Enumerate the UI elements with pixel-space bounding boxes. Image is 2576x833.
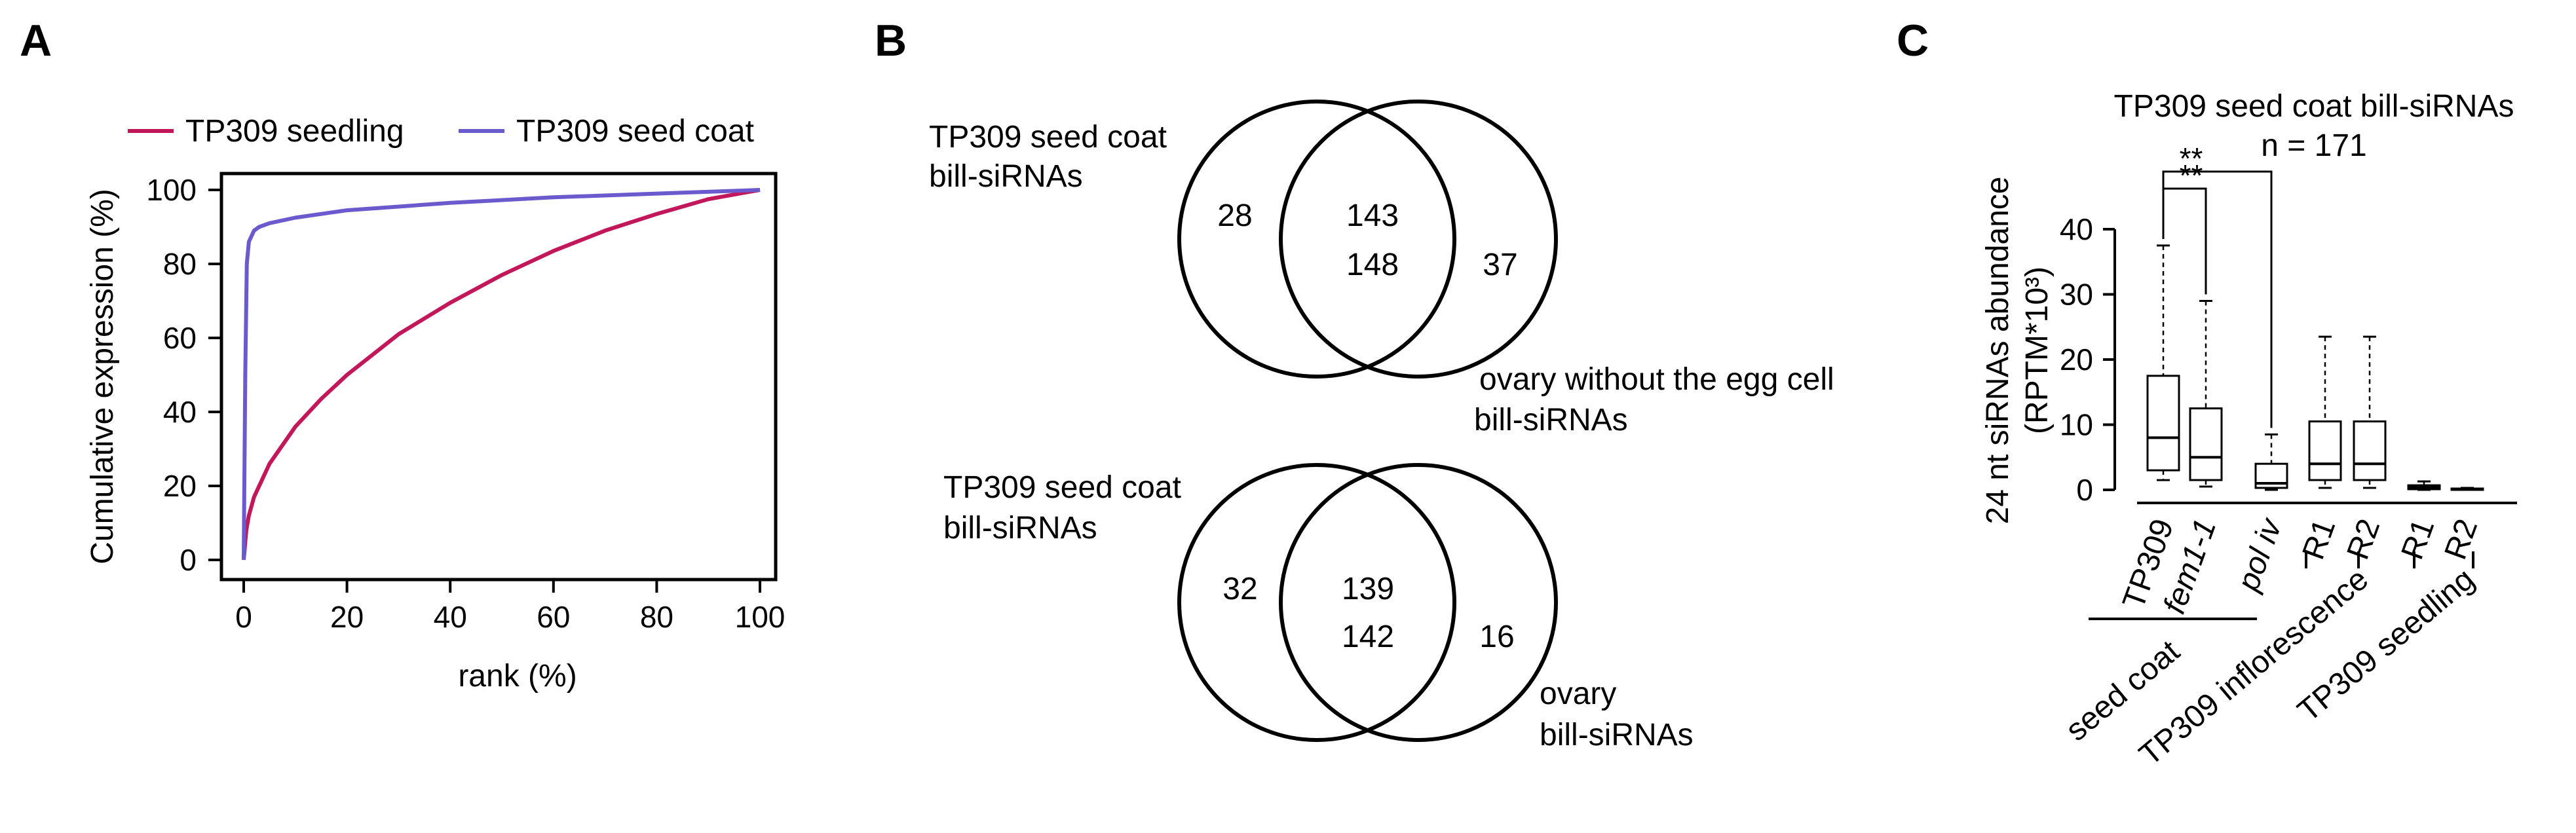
panel-letter-b: B xyxy=(875,16,907,65)
venn-right-only-count: 37 xyxy=(1483,248,1517,282)
chart-title-c: TP309 seed coat bill-siRNAs xyxy=(2114,89,2514,124)
axes-c: 0 10 20 30 40 xyxy=(2060,212,2517,507)
y-tick-label: 0 xyxy=(180,543,197,577)
panel-c: C TP309 seed coat bill-siRNAs n = 171 24… xyxy=(1897,16,2517,773)
x-tick-label: 0 xyxy=(235,600,252,634)
box-iqr xyxy=(2353,420,2387,481)
category-label: R2 xyxy=(2341,515,2387,565)
y-axis-label-a: Cumulative expression (%) xyxy=(85,189,120,565)
legend-a: TP309 seedling TP309 seed coat xyxy=(128,114,754,149)
venn-right-only-count: 16 xyxy=(1479,620,1514,654)
venn-left-label-line1: TP309 seed coat xyxy=(929,120,1167,155)
y-tick-label: 40 xyxy=(2060,212,2093,246)
y-tick-label: 10 xyxy=(2060,408,2093,442)
panel-letter-c: C xyxy=(1897,16,1929,65)
box-plot-5 xyxy=(2353,335,2387,489)
venn-left-label-line2: bill-siRNAs xyxy=(943,511,1097,546)
box-plot-7 xyxy=(2450,487,2484,491)
venn-overlap-count-right: 142 xyxy=(1342,620,1394,654)
venn-diagram-top: TP309 seed coat bill-siRNAs 28 143 148 3… xyxy=(929,100,1834,437)
significance-bracket xyxy=(2162,170,2273,428)
venn-right-label-line1: ovary xyxy=(1540,676,1616,711)
venn-right-label-line2: bill-siRNAs xyxy=(1540,718,1694,752)
y-tick-label: 60 xyxy=(163,321,197,355)
box-plot-6 xyxy=(2407,480,2441,491)
category-label: R2 xyxy=(2438,515,2485,565)
box-iqr xyxy=(2189,407,2223,481)
group-label: TP309 seedling xyxy=(2291,562,2481,729)
box-plot-2 xyxy=(2189,299,2223,488)
x-tick-label: 40 xyxy=(434,600,467,634)
venn-circle-right xyxy=(1279,100,1558,379)
venn-diagram-bottom: TP309 seed coat bill-siRNAs 32 139 142 1… xyxy=(943,463,1694,752)
x-tick-label: 80 xyxy=(640,600,673,634)
venn-left-only-count: 28 xyxy=(1217,198,1252,233)
venn-circle-left xyxy=(1177,463,1456,742)
venn-circle-right xyxy=(1279,463,1558,742)
venn-circle-left xyxy=(1177,100,1456,379)
significance-brackets-c: **** xyxy=(2162,141,2273,428)
box-iqr xyxy=(2146,375,2180,472)
box-plot-1 xyxy=(2146,244,2180,481)
category-label: pol iv xyxy=(2231,513,2290,597)
x-tick-label: 100 xyxy=(735,600,786,634)
box-plots-c xyxy=(2146,244,2484,491)
line-series-2 xyxy=(242,188,761,561)
category-label: R1 xyxy=(2296,515,2343,565)
plot-frame-a xyxy=(219,172,778,582)
box-plot-3 xyxy=(2254,433,2288,491)
y-tick-label: 30 xyxy=(2060,278,2093,312)
x-tick-label: 60 xyxy=(537,600,570,634)
legend-label: TP309 seed coat xyxy=(516,114,754,149)
venn-right-label-line2: bill-siRNAs xyxy=(1474,403,1628,437)
category-label: R1 xyxy=(2395,515,2442,565)
venn-right-label-line1: ovary without the egg cell xyxy=(1479,362,1834,397)
box-iqr xyxy=(2308,420,2342,481)
venn-left-label-line2: bill-siRNAs xyxy=(929,159,1083,194)
significance-stars: ** xyxy=(2180,141,2203,176)
significance-bracket xyxy=(2162,187,2207,295)
significance-stars: ** xyxy=(2180,158,2203,193)
panel-letter-a: A xyxy=(20,16,52,65)
y-tick-label: 80 xyxy=(163,247,197,281)
y-tick-label: 20 xyxy=(163,469,197,503)
box-plot-4 xyxy=(2308,335,2342,489)
panel-b: B TP309 seed coat bill-siRNAs 28 143 148… xyxy=(875,16,1834,752)
x-axis-label-a: rank (%) xyxy=(458,659,577,694)
venn-overlap-count-left: 143 xyxy=(1346,198,1399,233)
axes-ticks-a: 0 20 40 60 80 100 0 20 40 60 80 100 xyxy=(146,173,785,634)
y-tick-label: 40 xyxy=(163,395,197,429)
y-tick-label: 100 xyxy=(146,173,197,207)
venn-overlap-count-right: 148 xyxy=(1346,248,1399,282)
line-series-1 xyxy=(242,188,761,561)
legend-label: TP309 seedling xyxy=(185,114,404,149)
y-tick-label: 0 xyxy=(2076,473,2093,507)
venn-left-only-count: 32 xyxy=(1222,572,1257,606)
panel-a: A TP309 seedling TP309 seed coat 0 20 40 60 8… xyxy=(20,16,785,694)
x-tick-label: 20 xyxy=(330,600,364,634)
line-series-a xyxy=(242,188,761,561)
venn-overlap-count-left: 139 xyxy=(1342,572,1394,606)
y-axis-label-c-line2: (RPTM*10³) xyxy=(2020,267,2055,434)
chart-subtitle-c: n = 171 xyxy=(2261,128,2366,163)
y-tick-label: 20 xyxy=(2060,342,2093,377)
y-axis-label-c-line1: 24 nt siRNAs abundance xyxy=(1980,177,2015,525)
venn-left-label-line1: TP309 seed coat xyxy=(943,470,1181,505)
